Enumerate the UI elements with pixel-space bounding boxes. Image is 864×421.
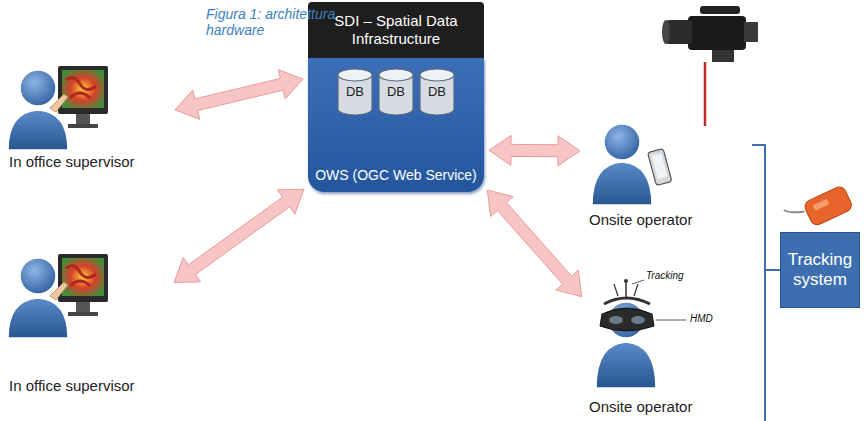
double-arrow [487, 190, 581, 297]
person-label: Onsite operator [589, 398, 692, 415]
operator-node: Onsite operator [585, 112, 750, 230]
box-text: Tracking system [781, 246, 859, 295]
bracket [752, 145, 780, 421]
camera-cable [704, 62, 707, 126]
camera-icon [662, 6, 758, 62]
supervisor-figure [8, 254, 108, 338]
tracking-device [784, 183, 854, 235]
double-arrow [175, 70, 303, 120]
database-cylinder: DB [337, 68, 373, 116]
supervisor-node: In office supervisor [5, 50, 170, 172]
double-arrow [489, 135, 580, 165]
db-label: DB [337, 84, 373, 99]
database-cylinder: DB [378, 68, 414, 116]
db-label: DB [378, 84, 414, 99]
person-label: In office supervisor [9, 377, 135, 394]
tracking-box: Tracking system [780, 232, 860, 308]
supervisor-node: In office supervisor [5, 238, 170, 396]
hmd-label: HMD [690, 313, 713, 324]
sdi-box: SDI – Spatial Data InfrastructureOWS (OG… [308, 2, 484, 192]
tracking-label: Tracking [646, 270, 684, 281]
figure-caption: Figura 1: architettura hardware [206, 6, 361, 38]
operator-figure [592, 124, 672, 205]
supervisor-figure [8, 66, 108, 150]
person-label: In office supervisor [9, 153, 135, 170]
db-label: DB [419, 84, 455, 99]
person-label: Onsite operator [589, 211, 692, 228]
database-cylinder: DB [419, 68, 455, 116]
operator-hmd-figure [596, 279, 686, 388]
box-text: OWS (OGC Web Service) [312, 167, 480, 184]
double-arrow [174, 189, 304, 282]
sdi-body: OWS (OGC Web Service) DB DB DB [308, 58, 484, 192]
